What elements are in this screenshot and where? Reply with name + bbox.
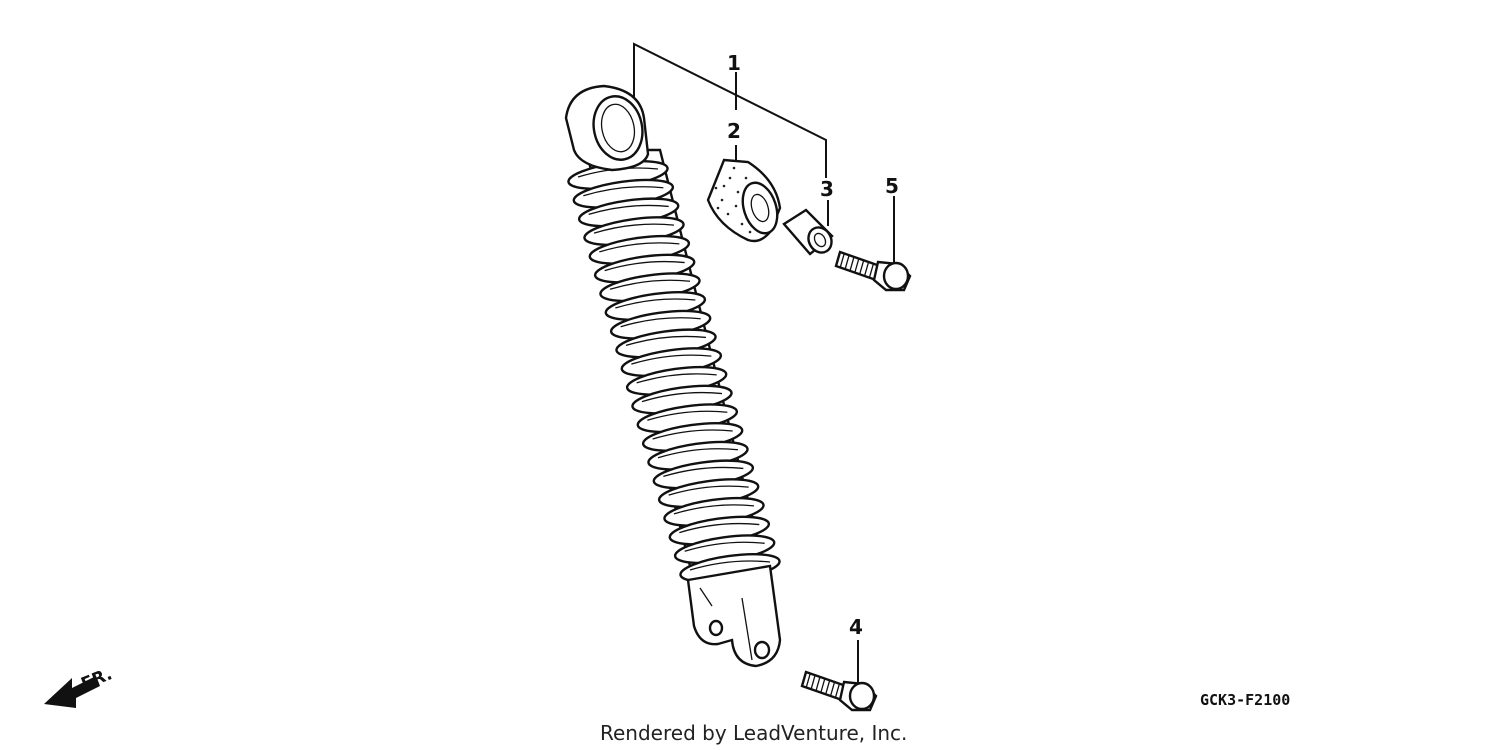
bolt-thread	[805, 672, 812, 688]
spring-coil-shade	[679, 522, 760, 534]
front-direction-arrow: FR.	[44, 664, 115, 708]
spring-coil-shade	[636, 373, 717, 384]
callout-1-leader	[633, 42, 827, 178]
spring-coil-shade	[673, 504, 755, 515]
bolt-thread	[810, 674, 816, 689]
callout-4[interactable]: 4	[849, 615, 863, 639]
spring-coil-shade	[620, 317, 701, 328]
spring-coil-shade	[631, 354, 712, 365]
bolt-thread	[859, 259, 865, 274]
spring-coil-shade	[684, 541, 765, 552]
callout-2[interactable]: 2	[727, 119, 741, 143]
bolt-thread	[868, 262, 875, 278]
bolt-thread	[825, 679, 831, 694]
spring-coil-shade	[593, 223, 675, 234]
spring-coil-shade	[599, 242, 680, 253]
bolt-thread	[844, 254, 850, 269]
arrow-icon	[44, 676, 100, 708]
bolt-thread	[839, 252, 846, 268]
spring-coil-shade	[668, 485, 749, 496]
bolt-thread	[854, 257, 860, 273]
spring-coil-shade	[625, 335, 707, 347]
diagram-part-code: GCK3-F2100	[1200, 691, 1290, 709]
collar[interactable]	[782, 208, 836, 257]
callout-5[interactable]: 5	[885, 174, 899, 198]
spring-coil-shade	[588, 204, 669, 216]
spring-coil-shade	[689, 560, 771, 571]
bolt-thread	[820, 677, 826, 693]
rear-shock-absorber[interactable]	[564, 84, 782, 668]
spring-coil-shade	[657, 448, 739, 459]
bolt-thread	[864, 261, 870, 276]
callout-3[interactable]: 3	[820, 177, 834, 201]
spring-coil-shade	[609, 279, 691, 290]
spring-coil-shade	[615, 298, 696, 309]
bolt-thread	[830, 681, 836, 696]
spring-coils	[567, 160, 781, 583]
direction-label: FR.	[78, 664, 115, 694]
flange-bolt-lower[interactable]	[800, 670, 878, 712]
bolt-thread	[849, 256, 855, 271]
spring-coil-shade	[583, 186, 664, 197]
spring-coil-shade	[652, 429, 733, 440]
bolt-thread	[834, 682, 841, 698]
flange-bolt-upper[interactable]	[834, 250, 912, 292]
rubber-bush[interactable]	[706, 158, 783, 243]
spring-coil-shade	[647, 410, 728, 421]
spring-coil-shade	[641, 391, 723, 403]
spring-coil-shade	[604, 260, 685, 272]
bolt-thread	[815, 676, 821, 691]
render-credit: Rendered by LeadVenture, Inc.	[600, 721, 907, 745]
spring-coil-shade	[663, 466, 744, 478]
callout-1[interactable]: 1	[727, 51, 741, 75]
